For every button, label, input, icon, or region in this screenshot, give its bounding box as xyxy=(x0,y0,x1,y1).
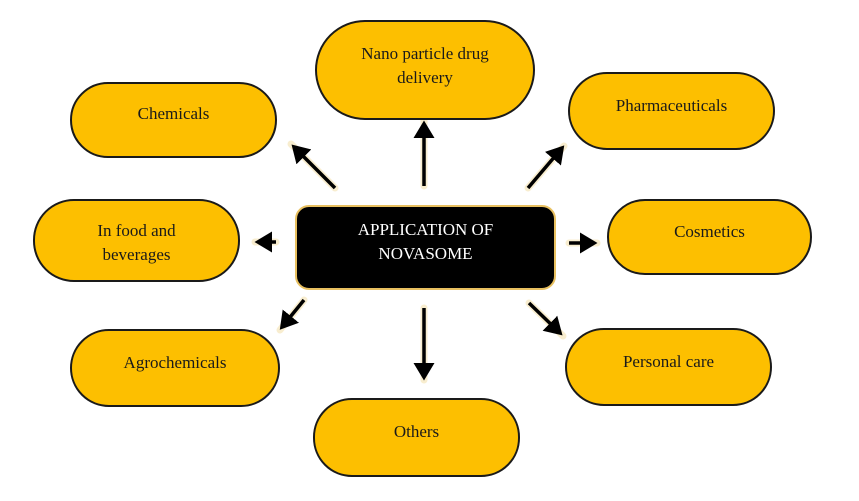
node-in-food-and-beverages: In food and beverages xyxy=(33,199,240,282)
node-chemicals: Chemicals xyxy=(70,82,277,158)
center-node-application-of-novasome: APPLICATION OF NOVASOME xyxy=(295,205,556,290)
node-label-line1: In food and xyxy=(97,221,176,240)
node-nano-particle-drug-delivery: Nano particle drug delivery xyxy=(315,20,535,120)
node-others: Others xyxy=(313,398,520,477)
arrow-to-personal-care xyxy=(527,301,563,336)
node-label: Others xyxy=(393,422,440,441)
arrow-to-agrochemicals xyxy=(279,298,306,330)
node-label: Chemicals xyxy=(137,104,210,123)
center-title-line2: NOVASOME xyxy=(378,244,473,263)
node-label-line2: beverages xyxy=(102,245,171,264)
node-cosmetics: Cosmetics xyxy=(607,199,812,275)
node-label: Pharmaceuticals xyxy=(615,96,728,115)
node-pharmaceuticals: Pharmaceuticals xyxy=(568,72,775,150)
node-agrochemicals: Agrochemicals xyxy=(70,329,280,407)
arrow-to-pharmaceuticals xyxy=(526,145,565,190)
node-label-line2: delivery xyxy=(397,68,453,87)
arrow-to-chemicals xyxy=(291,144,337,190)
node-personal-care: Personal care xyxy=(565,328,772,406)
node-label: Agrochemicals xyxy=(123,353,227,372)
node-label: Personal care xyxy=(622,352,715,371)
center-title-line1: APPLICATION OF xyxy=(357,220,494,239)
node-label-line1: Nano particle drug xyxy=(361,44,489,63)
node-label: Cosmetics xyxy=(674,222,745,241)
